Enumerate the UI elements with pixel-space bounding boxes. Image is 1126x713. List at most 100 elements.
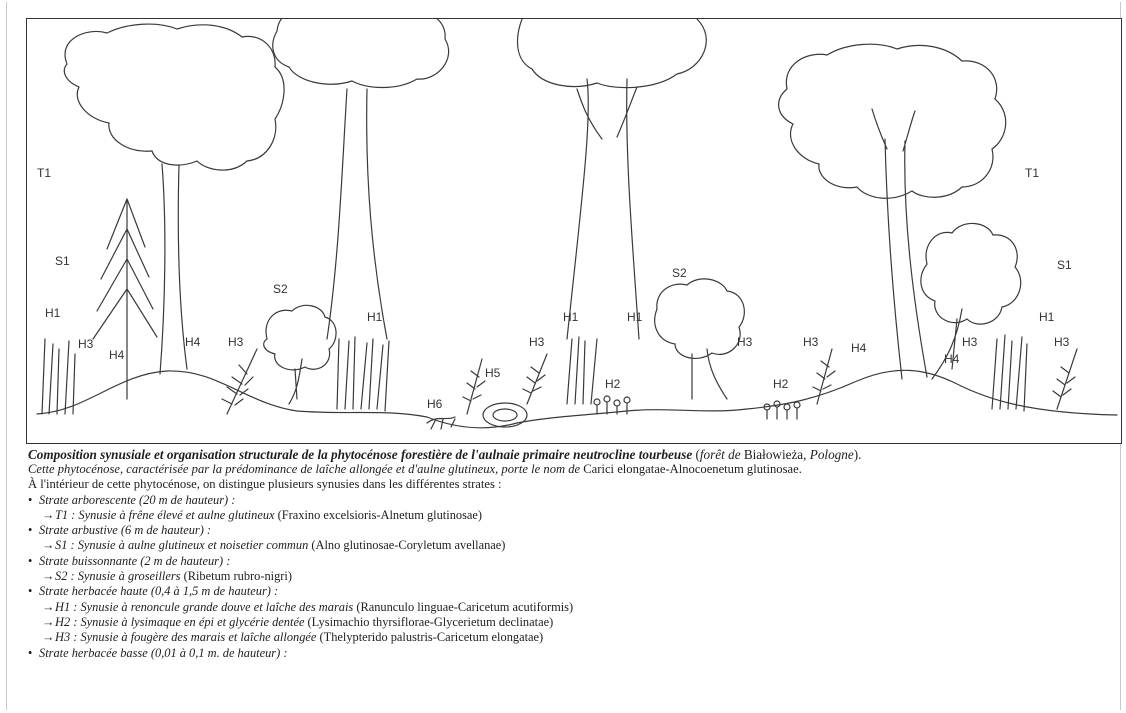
tree-trunk-right — [872, 109, 927, 379]
caption-place: Białowieża, — [741, 447, 810, 462]
figure-illustration: T1 T1 S1 S1 S2 S2 H1 H1 H1 H1 H1 H3 H3 H… — [26, 18, 1122, 444]
label-h6: H6 — [427, 397, 443, 411]
synusie-item: →T1 : Synusie à frêne élevé et aulne glu… — [28, 508, 1120, 523]
small-tree-right — [921, 223, 1021, 379]
item-italic-text: T1 : Synusie à frêne élevé et aulne glut… — [55, 508, 275, 522]
moss-mound — [483, 403, 527, 427]
caption-foret: forêt de — [700, 447, 741, 462]
caption-line-2-italic: Cette phytocénose, caractérisée par la p… — [28, 462, 580, 476]
label-h1-b: H1 — [367, 310, 383, 324]
label-h3-f: H3 — [962, 335, 978, 349]
tree-canopy-left — [64, 24, 284, 170]
shrub-left — [264, 305, 336, 404]
item-latin-name: (Ribetum rubro-nigri) — [181, 569, 293, 583]
arrow-mark: → — [42, 600, 55, 615]
label-h3-d: H3 — [737, 335, 753, 349]
strata-heading: •Strate herbacée haute (0,4 à 1,5 m de h… — [28, 584, 1120, 599]
tree-canopy-center-left — [273, 19, 449, 87]
item-latin-name: (Alno glutinosae-Coryletum avellanae) — [308, 538, 505, 552]
fern-far-right — [1053, 349, 1077, 409]
tree-canopy-center-right — [517, 19, 706, 88]
item-italic-text: Strate arborescente (20 m de hauteur) : — [39, 493, 235, 507]
item-italic-text: Strate arbustive (6 m de hauteur) : — [39, 523, 211, 537]
arrow-mark: → — [42, 615, 55, 630]
label-t1-left: T1 — [37, 166, 51, 180]
caption-country: Pologne — [810, 447, 854, 462]
label-h4-a: H4 — [109, 348, 125, 362]
item-italic-text: H2 : Synusie à lysimaque en épi et glycé… — [55, 615, 304, 629]
label-h4-d: H4 — [944, 352, 960, 366]
synusie-item: →S2 : Synusie à groseillers (Ribetum rub… — [28, 569, 1120, 584]
label-h3-c: H3 — [529, 335, 545, 349]
item-latin-name: (Lysimachio thyrsiflorae-Glycerietum dec… — [304, 615, 553, 629]
strata-heading: •Strate buissonnante (2 m de hauteur) : — [28, 554, 1120, 569]
label-h1-c: H1 — [563, 310, 579, 324]
label-s2-right: S2 — [672, 266, 687, 280]
strata-heading: •Strate arbustive (6 m de hauteur) : — [28, 523, 1120, 538]
fern-center — [523, 354, 547, 404]
item-italic-text: Strate herbacée haute (0,4 à 1,5 m de ha… — [39, 584, 278, 598]
caption-paren-open: ( — [692, 447, 700, 462]
item-italic-text: Strate buissonnante (2 m de hauteur) : — [39, 554, 230, 568]
caption-line-3: À l'intérieur de cette phytocénose, on d… — [28, 477, 1120, 492]
label-h5: H5 — [485, 366, 501, 380]
sedge-tuft-left — [42, 339, 75, 414]
label-h1-e: H1 — [1039, 310, 1055, 324]
tree-trunk-center-right — [567, 79, 639, 339]
synusie-item: →H3 : Synusie à fougère des marais et la… — [28, 630, 1120, 645]
item-latin-name: (Fraxino excelsioris-Alnetum glutinosae) — [275, 508, 483, 522]
bullet-mark: • — [28, 523, 39, 538]
fern-left — [222, 349, 257, 414]
sedge-tuft-center — [567, 337, 597, 404]
sedge-tuft-center-left — [337, 337, 389, 411]
bullet-mark: • — [28, 646, 39, 661]
label-h1-a: H1 — [45, 306, 61, 320]
label-h2-b: H2 — [773, 377, 789, 391]
synusie-item: →S1 : Synusie à aulne glutineux et noise… — [28, 538, 1120, 553]
item-italic-text: Strate herbacée basse (0,01 à 0,1 m. de … — [39, 646, 287, 660]
strata-list: •Strate arborescente (20 m de hauteur) :… — [28, 493, 1120, 661]
item-italic-text: H3 : Synusie à fougère des marais et laî… — [55, 630, 316, 644]
label-s1-right: S1 — [1057, 258, 1072, 272]
caption-line-2: Cette phytocénose, caractérisée par la p… — [28, 462, 1120, 477]
tree-canopy-right — [779, 44, 1006, 198]
item-italic-text: S1 : Synusie à aulne glutineux et noiset… — [55, 538, 308, 552]
arrow-mark: → — [42, 630, 55, 645]
label-h3-a: H3 — [78, 337, 94, 351]
item-italic-text: S2 : Synusie à groseillers — [55, 569, 181, 583]
strata-heading: •Strate herbacée basse (0,01 à 0,1 m. de… — [28, 646, 1120, 661]
label-h1-d: H1 — [627, 310, 643, 324]
label-t1-right: T1 — [1025, 166, 1039, 180]
bullet-mark: • — [28, 584, 39, 599]
caption-title-bold: Composition synusiale et organisation st… — [28, 447, 692, 462]
fern-center-left — [463, 359, 485, 414]
label-h4-c: H4 — [851, 341, 867, 355]
caption-paren-close: ). — [854, 447, 862, 462]
synusie-item: →H1 : Synusie à renoncule grande douve e… — [28, 600, 1120, 615]
conifer-left — [93, 199, 157, 399]
arrow-mark: → — [42, 508, 55, 523]
moss-mound-inner — [493, 409, 517, 421]
synusie-item: →H2 : Synusie à lysimaque en épi et glyc… — [28, 615, 1120, 630]
label-s2-left: S2 — [273, 282, 288, 296]
flowers-h2-right — [764, 401, 800, 419]
caption-title: Composition synusiale et organisation st… — [28, 447, 1120, 462]
arrow-mark: → — [42, 569, 55, 584]
arrow-mark: → — [42, 538, 55, 553]
tree-trunk-left — [160, 164, 187, 374]
bullet-mark: • — [28, 554, 39, 569]
tree-trunk-center-left — [327, 89, 387, 339]
forest-drawing: T1 T1 S1 S1 S2 S2 H1 H1 H1 H1 H1 H3 H3 H… — [27, 19, 1121, 443]
label-h4-b: H4 — [185, 335, 201, 349]
strata-heading: •Strate arborescente (20 m de hauteur) : — [28, 493, 1120, 508]
label-h2-a: H2 — [605, 377, 621, 391]
figure-caption: Composition synusiale et organisation st… — [28, 447, 1120, 661]
label-s1-left: S1 — [55, 254, 70, 268]
shrub-right — [655, 279, 745, 399]
caption-line-2-name: Carici elongatae-Alnocoenetum glutinosae… — [580, 462, 802, 476]
bullet-mark: • — [28, 493, 39, 508]
item-latin-name: (Ranunculo linguae-Caricetum acutiformis… — [353, 600, 573, 614]
label-h3-g: H3 — [1054, 335, 1070, 349]
item-latin-name: (Thelypterido palustris-Caricetum elonga… — [316, 630, 543, 644]
label-h3-b: H3 — [228, 335, 244, 349]
